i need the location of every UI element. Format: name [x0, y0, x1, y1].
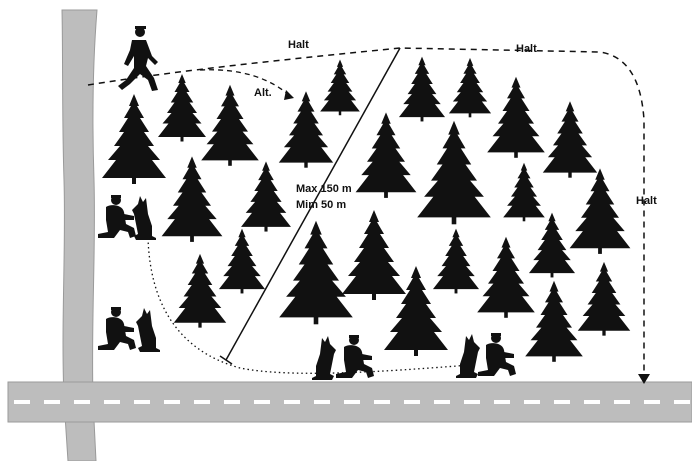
spruce-tree-icon	[158, 74, 206, 142]
handler-with-dog-icon	[312, 335, 374, 380]
distance-max-label: Max 150 m	[296, 183, 352, 195]
spruce-tree-icon	[570, 168, 631, 254]
spruce-tree-icon	[449, 58, 491, 117]
spruce-tree-icon	[477, 237, 535, 318]
spruce-tree-icon	[102, 94, 166, 184]
alt-label: Alt.	[254, 87, 272, 99]
spruce-tree-icon	[219, 229, 265, 294]
spruce-tree-icon	[279, 221, 353, 324]
spruce-tree-icon	[241, 161, 291, 231]
spruce-tree-icon	[162, 156, 223, 242]
handler-with-dog-icon	[456, 333, 516, 378]
spruce-tree-icon	[487, 77, 545, 158]
spruce-tree-icon	[417, 121, 491, 225]
halt-label-top-right: Halt	[516, 43, 537, 55]
spruce-tree-icon	[525, 281, 583, 362]
spruce-tree-icon	[399, 57, 445, 122]
spruce-tree-icon	[529, 213, 575, 278]
spruce-tree-icon	[201, 85, 259, 166]
spruce-tree-icon	[279, 91, 333, 168]
handler-with-dog-icon	[98, 307, 160, 352]
halt-label-top: Halt	[288, 39, 309, 51]
forest	[102, 57, 630, 362]
distance-min-label: Mim 50 m	[296, 199, 346, 211]
handler-with-dog-icon	[98, 195, 156, 240]
spruce-tree-icon	[356, 112, 417, 198]
spruce-tree-icon	[543, 101, 597, 178]
spruce-tree-icon	[433, 229, 479, 294]
spruce-tree-icon	[174, 254, 226, 328]
distance-end-tick	[220, 356, 232, 364]
spruce-tree-icon	[342, 210, 406, 300]
spruce-tree-icon	[320, 59, 360, 115]
person-walking-icon	[118, 26, 158, 91]
alt-track-path	[200, 70, 290, 96]
alt-track-arrow	[284, 90, 294, 100]
spruce-tree-icon	[578, 262, 630, 336]
spruce-tree-icon	[503, 163, 545, 222]
halt-label-right: Halt	[636, 195, 657, 207]
